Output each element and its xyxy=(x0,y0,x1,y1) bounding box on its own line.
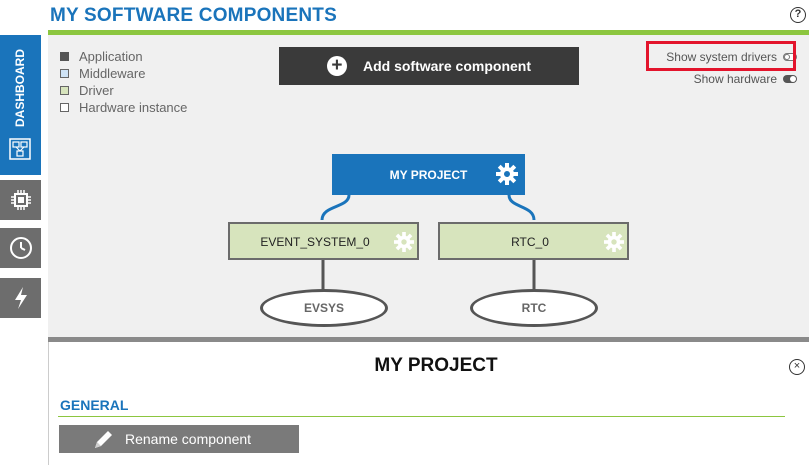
highlight-box xyxy=(646,41,796,71)
gear-icon[interactable] xyxy=(604,232,624,252)
gear-icon[interactable] xyxy=(394,232,414,252)
legend-item-middleware: Middleware xyxy=(60,65,187,82)
legend-swatch xyxy=(60,103,69,112)
toggle-system-drivers[interactable]: Show system drivers xyxy=(666,50,797,64)
gear-icon[interactable] xyxy=(496,163,518,185)
legend-label: Middleware xyxy=(79,66,146,81)
section-divider xyxy=(58,416,785,417)
add-software-component-button[interactable]: + Add software component xyxy=(279,47,579,85)
details-title: MY PROJECT xyxy=(374,355,498,376)
toggle-switch-on[interactable] xyxy=(783,75,797,83)
hardware-node-label: EVSYS xyxy=(303,301,345,315)
toggle-label: Show hardware xyxy=(693,72,777,86)
hardware-node-evsys[interactable]: EVSYS xyxy=(260,289,388,327)
close-icon[interactable]: × xyxy=(789,359,805,375)
legend-item-hardware-instance: Hardware instance xyxy=(60,99,187,116)
hardware-node-rtc[interactable]: RTC xyxy=(470,289,598,327)
legend-swatch xyxy=(60,69,69,78)
legend-swatch xyxy=(60,52,69,61)
panel-divider xyxy=(48,337,809,342)
sidebar-item-clock[interactable] xyxy=(0,228,41,268)
legend-swatch xyxy=(60,86,69,95)
chip-icon xyxy=(10,190,31,210)
driver-node-event-system[interactable]: EVENT_SYSTEM_0 xyxy=(228,222,419,260)
sidebar-item-dashboard[interactable]: DASHBOARD xyxy=(0,35,41,175)
header-divider xyxy=(48,30,809,35)
driver-node-label: EVENT_SYSTEM_0 xyxy=(260,235,370,249)
legend-label: Driver xyxy=(79,83,114,98)
legend-item-application: Application xyxy=(60,48,187,65)
rename-component-button[interactable]: Rename component xyxy=(59,425,299,453)
section-title-general: GENERAL xyxy=(60,397,129,413)
rename-button-label: Rename component xyxy=(125,431,252,447)
page-title: MY SOFTWARE COMPONENTS xyxy=(50,5,337,26)
pencil-icon xyxy=(95,431,112,448)
plus-icon: + xyxy=(326,56,347,76)
legend: Application Middleware Driver Hardware i… xyxy=(60,48,187,116)
sidebar-item-chip[interactable] xyxy=(0,180,41,220)
toggle-hardware[interactable]: Show hardware xyxy=(694,72,797,86)
driver-node-rtc[interactable]: RTC_0 xyxy=(438,222,629,260)
project-node-label: MY PROJECT xyxy=(389,168,468,182)
lightning-icon xyxy=(14,287,27,309)
toggle-switch-off[interactable] xyxy=(783,53,797,61)
panel-border xyxy=(48,342,49,465)
help-icon[interactable]: ? xyxy=(790,7,806,23)
dashboard-icon xyxy=(9,138,31,160)
legend-label: Application xyxy=(79,49,143,64)
hardware-node-label: RTC xyxy=(521,301,547,315)
sidebar-item-power[interactable] xyxy=(0,278,41,318)
driver-node-label: RTC_0 xyxy=(511,235,549,249)
clock-icon xyxy=(9,237,32,259)
project-node[interactable]: MY PROJECT xyxy=(332,154,525,195)
add-button-label: Add software component xyxy=(362,58,531,74)
legend-item-driver: Driver xyxy=(60,82,187,99)
toggle-label: Show system drivers xyxy=(666,50,777,64)
legend-label: Hardware instance xyxy=(79,100,188,115)
